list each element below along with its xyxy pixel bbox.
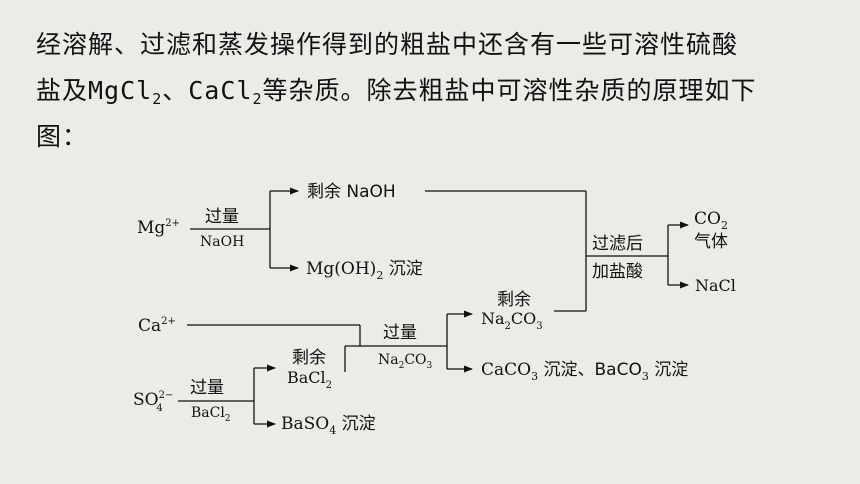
nacl-label: NaCl (695, 276, 736, 295)
remaining-label-bacl2: 剩余 (292, 348, 326, 368)
mgoh2-precipitate-label: Mg(OH)2 沉淀 (306, 259, 423, 282)
mg-ion-label: Mg2+ (137, 218, 180, 238)
add-hcl-label: 加盐酸 (592, 262, 643, 282)
paragraph-text: 、CaCl (162, 76, 253, 105)
remaining-label-na2co3: 剩余 (497, 290, 531, 310)
subscript: 2 (152, 90, 163, 108)
excess-label-1: 过量 (205, 207, 239, 227)
baso4-precipitate-label: BaSO4 沉淀 (281, 414, 376, 437)
remaining-na2co3-formula: Na2CO3 (481, 309, 543, 332)
na2co3-reagent-label: Na2CO3 (378, 352, 433, 371)
ca-ion-label: Ca2+ (138, 316, 176, 336)
remaining-naoh-label: 剩余 NaOH (307, 182, 396, 202)
subscript: 2 (252, 90, 263, 108)
carbonate-precipitates-label: CaCO3 沉淀、BaCO3 沉淀 (481, 360, 688, 383)
excess-label-3: 过量 (383, 323, 417, 343)
gas-label: 气体 (694, 232, 728, 252)
bacl2-reagent-label: BaCl2 (191, 405, 231, 424)
co2-label: CO2 (694, 209, 728, 232)
remaining-bacl2-formula: BaCl2 (287, 368, 332, 391)
so4-ion-label: SO2−4 (133, 390, 173, 414)
paragraph-line-2: 盐及MgCl2、CaCl2等杂质。除去粗盐中可溶性杂质的原理如下 (36, 68, 836, 114)
paragraph-text: 盐及MgCl (36, 76, 153, 105)
filter-then-label: 过滤后 (592, 234, 643, 254)
paragraph-line-3: 图： (36, 122, 89, 151)
diagram-lines (178, 187, 689, 428)
paragraph-text: 等杂质。除去粗盐中可溶性杂质的原理如下 (262, 76, 757, 105)
excess-label-2: 过量 (190, 378, 224, 398)
intro-paragraph: 经溶解、过滤和蒸发操作得到的粗盐中还含有一些可溶性硫酸 盐及MgCl2、CaCl… (36, 22, 836, 160)
paragraph-line-1: 经溶解、过滤和蒸发操作得到的粗盐中还含有一些可溶性硫酸 (36, 30, 739, 59)
naoh-reagent-label: NaOH (200, 234, 244, 250)
